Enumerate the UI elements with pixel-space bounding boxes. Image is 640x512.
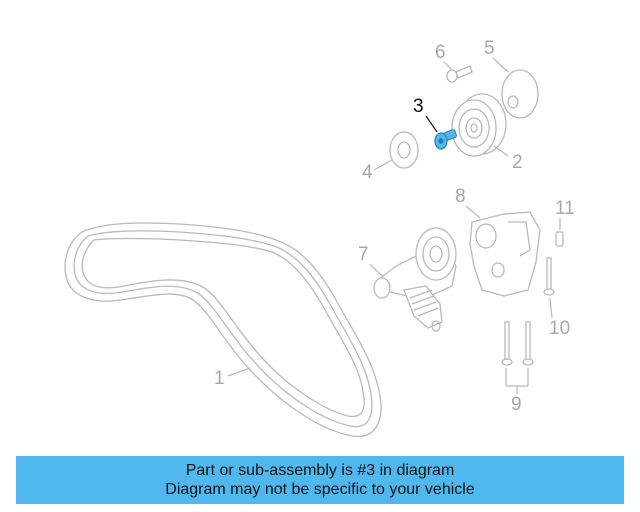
callout-7: 7: [358, 244, 369, 265]
callout-10: 10: [549, 318, 570, 339]
leader-9: [505, 368, 529, 394]
leader-2: [493, 145, 509, 157]
part-8-bracket[interactable]: [469, 211, 541, 297]
leader-1: [227, 367, 251, 377]
callout-8: 8: [455, 186, 466, 207]
banner-line-1: Part or sub-assembly is #3 in diagram: [185, 462, 455, 479]
part-2-idler-pulley[interactable]: [451, 93, 507, 157]
part-11-sleeve[interactable]: [555, 231, 564, 247]
callout-6: 6: [435, 42, 446, 63]
callout-9: 9: [511, 394, 522, 415]
part-5-cover[interactable]: [501, 69, 539, 119]
callout-3: 3: [413, 96, 424, 117]
callout-5: 5: [484, 38, 495, 59]
leader-6: [443, 61, 453, 71]
callout-4: 4: [362, 162, 373, 183]
info-banner: Part or sub-assembly is #3 in diagram Di…: [16, 456, 624, 504]
leader-7: [369, 263, 383, 277]
part-10-bolt[interactable]: [543, 257, 555, 296]
callout-2: 2: [512, 152, 523, 173]
leader-3: [425, 115, 438, 133]
leader-5: [492, 57, 509, 73]
part-3-bolt[interactable]: [434, 129, 457, 150]
leader-8: [465, 205, 481, 219]
part-1-belt[interactable]: [64, 222, 382, 438]
callout-11: 11: [555, 198, 575, 219]
leader-10: [549, 297, 553, 319]
part-9-bolts[interactable]: [501, 321, 534, 366]
callout-1: 1: [214, 368, 225, 389]
part-4-washer[interactable]: [389, 131, 419, 169]
leader-4: [373, 159, 393, 171]
banner-line-2: Diagram may not be specific to your vehi…: [165, 481, 475, 498]
part-7-tensioner[interactable]: [373, 227, 457, 332]
